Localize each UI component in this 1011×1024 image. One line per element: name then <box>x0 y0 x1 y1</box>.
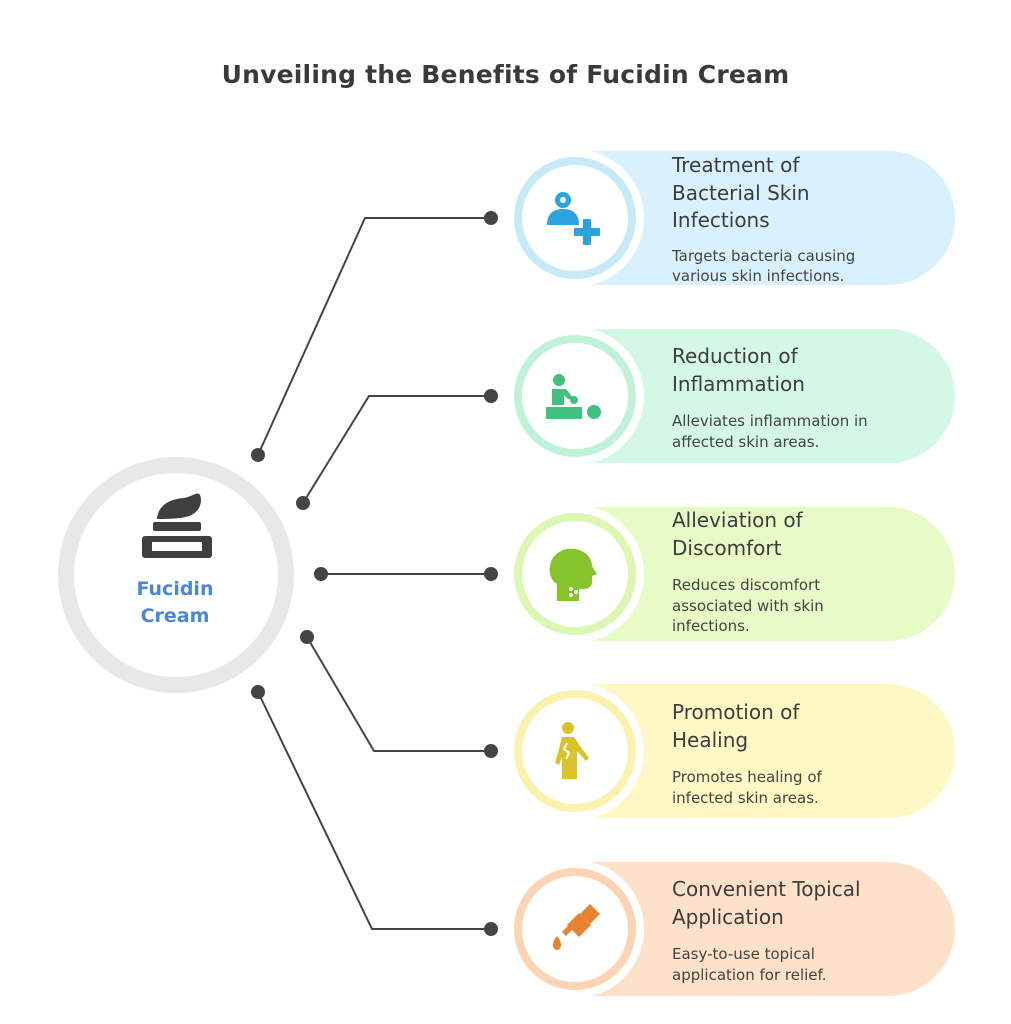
connector-dot <box>484 211 498 225</box>
benefit-description: Easy-to-use topical application for reli… <box>672 944 947 985</box>
benefit-title: Reduction of Inflammation <box>672 343 947 398</box>
connectors <box>257 217 491 930</box>
benefit-title-line: Healing <box>672 727 749 752</box>
benefit-description-line: Alleviates inflammation in <box>672 412 868 430</box>
benefit-card-3 <box>506 505 955 643</box>
benefit-title-line: Inflammation <box>672 371 805 396</box>
connector-dot <box>251 685 265 699</box>
benefit-description-line: infections. <box>672 617 750 635</box>
benefit-description-line: associated with skin <box>672 596 824 615</box>
dropper-bottle-icon <box>553 904 600 950</box>
injury-mark <box>562 742 571 760</box>
connector-dot <box>484 567 498 581</box>
benefit-description: Reduces discomfort associated with skin … <box>672 575 947 637</box>
benefit-description-line: Easy-to-use topical <box>672 945 815 963</box>
hub-label: Fucidin Cream <box>95 576 255 630</box>
benefit-title-line: Infections <box>672 208 770 232</box>
benefit-text-2: Reduction of Inflammation Alleviates inf… <box>672 343 947 452</box>
connector-dot <box>300 630 314 644</box>
benefit-text-1: Treatment of Bacterial Skin Infections T… <box>672 152 947 287</box>
benefit-title-line: Discomfort <box>672 535 782 560</box>
benefit-description-line: affected skin areas. <box>672 432 820 451</box>
benefit-description-line: Reduces discomfort <box>672 576 821 594</box>
benefit-description-line: various skin infections. <box>672 267 845 285</box>
benefit-card-4 <box>506 682 955 820</box>
benefit-description: Promotes healing of infected skin areas. <box>672 767 947 808</box>
connector-1 <box>257 217 491 456</box>
hub-label-line: Cream <box>140 605 210 627</box>
benefit-title-line: Application <box>672 904 784 929</box>
sore-throat-head-icon <box>549 548 597 601</box>
connector-dot <box>484 922 498 936</box>
connector-dots <box>251 211 498 936</box>
connector-dot <box>314 567 328 581</box>
injured-person-icon <box>555 722 589 779</box>
throat-dots <box>569 587 578 597</box>
connector-dot <box>251 448 265 462</box>
connector-2 <box>302 395 491 504</box>
hub-ring <box>58 457 294 693</box>
benefit-description: Targets bacteria causing various skin in… <box>672 246 947 287</box>
connector-dot <box>484 389 498 403</box>
benefit-text-4: Promotion of Healing Promotes healing of… <box>672 699 947 808</box>
connector-dot <box>296 496 310 510</box>
benefit-title: Convenient Topical Application <box>672 876 947 931</box>
benefit-title-line: Alleviation of <box>672 508 803 532</box>
benefit-text-5: Convenient Topical Application Easy-to-u… <box>672 876 947 985</box>
connector-5 <box>257 691 491 930</box>
doctor-face-detail <box>560 197 566 203</box>
connector-dot <box>484 744 498 758</box>
benefit-title: Promotion of Healing <box>672 699 947 754</box>
page-title: Unveiling the Benefits of Fucidin Cream <box>221 60 790 89</box>
benefit-title: Treatment of Bacterial Skin Infections <box>672 152 947 235</box>
benefit-card-1 <box>506 149 955 287</box>
benefit-description-line: infected skin areas. <box>672 788 819 807</box>
hub-label-line: Fucidin <box>136 578 214 600</box>
benefit-description-line: Promotes healing of <box>672 768 822 786</box>
hub-node <box>58 457 294 693</box>
benefit-card-5 <box>506 860 955 998</box>
benefit-title-line: Bacterial Skin <box>672 180 810 205</box>
benefit-title-line: Convenient Topical <box>672 877 861 901</box>
benefit-description: Alleviates inflammation in affected skin… <box>672 411 947 452</box>
benefit-title-line: Treatment of <box>672 153 800 177</box>
benefit-title-line: Reduction of <box>672 344 798 368</box>
card-icon-disc <box>522 343 628 449</box>
benefit-card-2 <box>506 327 955 465</box>
cream-jar-icon <box>142 493 212 558</box>
benefit-title: Alleviation of Discomfort <box>672 507 947 562</box>
benefit-text-3: Alleviation of Discomfort Reduces discom… <box>672 507 947 637</box>
massage-therapy-icon <box>546 374 601 419</box>
connector-4 <box>306 636 491 752</box>
benefit-description-line: application for relief. <box>672 965 827 984</box>
benefit-title-line: Promotion of <box>672 700 800 724</box>
benefit-description-line: Targets bacteria causing <box>672 246 856 265</box>
